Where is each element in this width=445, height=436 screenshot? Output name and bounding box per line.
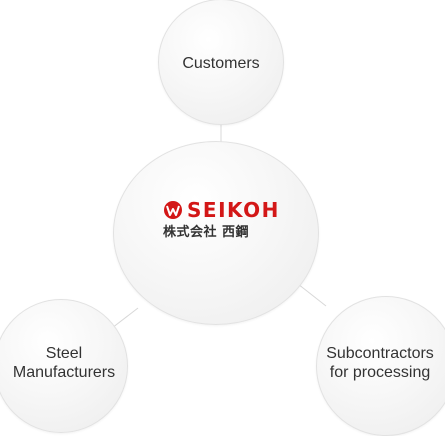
logo-subtitle: 株式会社 西鋼: [163, 225, 250, 240]
connector-left: [111, 307, 139, 329]
steel-manufacturers-line2: Manufacturers: [12, 364, 116, 381]
company-emblem-icon: [164, 201, 182, 219]
steel-manufacturers-label: Steel Manufacturers: [0, 344, 128, 382]
subcontractors-line2: for processing: [329, 364, 431, 381]
subcontractors-line1: Subcontractors: [326, 345, 434, 362]
steel-manufacturers-node: [0, 299, 128, 433]
steel-manufacturers-line1: Steel: [45, 345, 83, 362]
connector-right: [297, 283, 327, 307]
company-node: [113, 141, 319, 325]
customers-node: [158, 0, 284, 125]
company-logo: SEIKOH 株式会社 西鋼: [163, 198, 283, 248]
logo-text: SEIKOH: [187, 198, 280, 222]
subcontractors-label: Subcontractors for processing: [305, 344, 445, 382]
subcontractors-node: [316, 296, 445, 436]
customers-label: Customers: [182, 55, 260, 72]
